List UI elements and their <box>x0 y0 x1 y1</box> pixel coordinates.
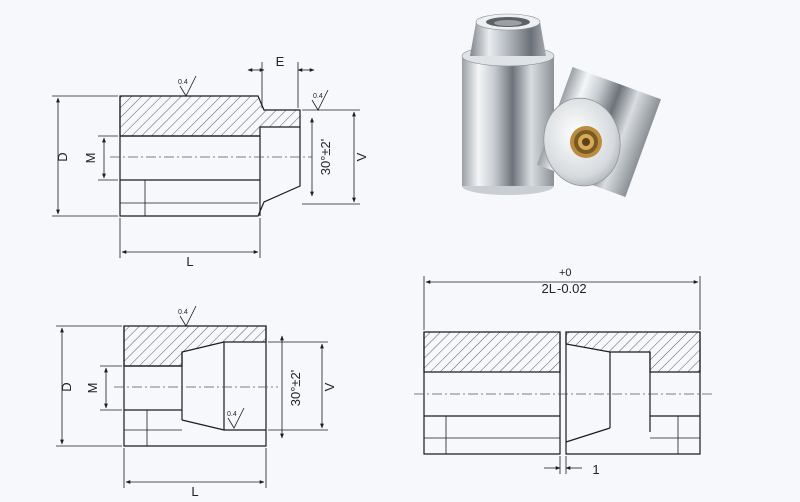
label-M: M <box>83 153 98 164</box>
label-tolerance-lower: -0.02 <box>557 281 587 296</box>
label-V: V <box>354 152 369 161</box>
label-E: E <box>276 54 285 69</box>
view-bottom-left: D M L 30°±2' V 0.4 0.4 <box>56 305 337 499</box>
label-D: D <box>59 382 74 391</box>
svg-text:0.4: 0.4 <box>178 79 188 86</box>
section-hatch-left <box>423 331 561 373</box>
label-L: L <box>186 254 193 269</box>
label-M: M <box>85 383 100 394</box>
roughness-symbol: 0.4 <box>178 305 197 327</box>
roughness-symbol: 0.4 <box>227 407 245 429</box>
label-L: L <box>191 484 198 499</box>
roughness-symbol: 0.4 <box>178 75 197 97</box>
label-V: V <box>322 382 337 391</box>
svg-text:0.4: 0.4 <box>313 93 323 100</box>
view-bottom-right: 2L +0 -0.02 1 <box>414 267 712 477</box>
label-gap: 1 <box>592 462 599 477</box>
label-D: D <box>55 152 70 161</box>
svg-text:0.4: 0.4 <box>227 411 237 418</box>
section-hatch-upper <box>123 325 267 367</box>
label-tolerance-upper: +0 <box>559 267 572 279</box>
label-2L: 2L <box>542 281 556 296</box>
section-hatch-right <box>565 331 701 373</box>
body-outline <box>123 326 267 447</box>
svg-text:0.4: 0.4 <box>178 309 188 316</box>
label-angle: 30°±2' <box>318 139 333 176</box>
product-photo <box>461 13 661 197</box>
body-outline <box>119 96 301 217</box>
label-angle: 30°±2' <box>288 370 303 407</box>
section-hatch-upper <box>119 95 301 137</box>
view-top-left: D M L E V 30°±2' 0.4 0.4 <box>52 54 369 269</box>
roughness-symbol: 0.4 <box>311 89 329 111</box>
tapered-bushing-part <box>461 13 555 195</box>
threaded-bushing-part <box>537 67 661 197</box>
